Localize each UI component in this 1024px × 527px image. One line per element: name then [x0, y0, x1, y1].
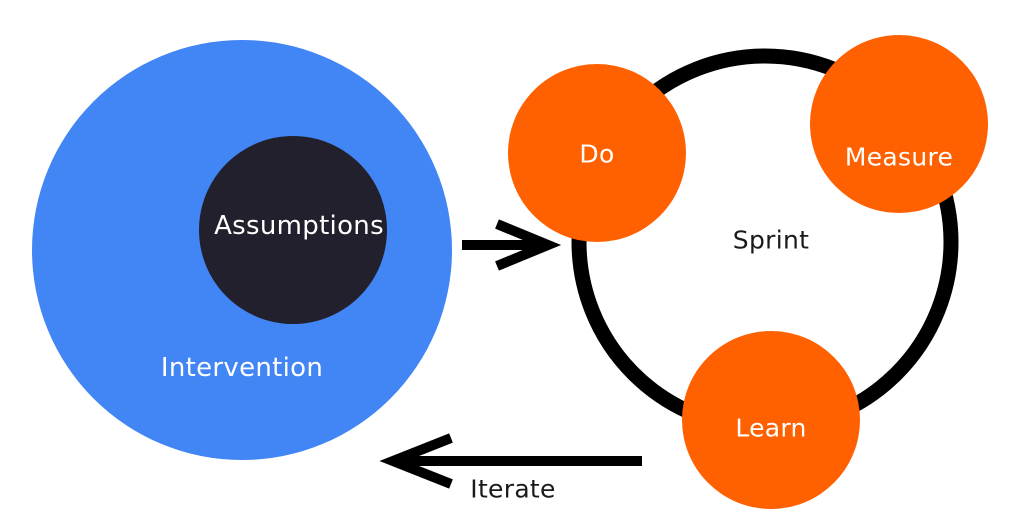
intervention-label: Intervention — [160, 353, 324, 383]
measure-circle — [810, 35, 988, 213]
assumptions-circle — [199, 136, 387, 324]
arrow-iterate — [379, 433, 642, 489]
learn-circle — [682, 331, 860, 509]
sprint-label: Sprint — [732, 225, 810, 255]
iterate-label: Iterate — [470, 474, 556, 504]
arrow-to-do — [462, 219, 562, 271]
learn-label: Learn — [735, 413, 807, 443]
measure-label: Measure — [844, 142, 954, 172]
assumptions-label: Assumptions — [214, 211, 384, 241]
do-circle — [508, 64, 686, 242]
do-label: Do — [579, 139, 615, 169]
arrow-to-do-head — [495, 219, 562, 271]
arrow-iterate-head — [379, 433, 453, 489]
